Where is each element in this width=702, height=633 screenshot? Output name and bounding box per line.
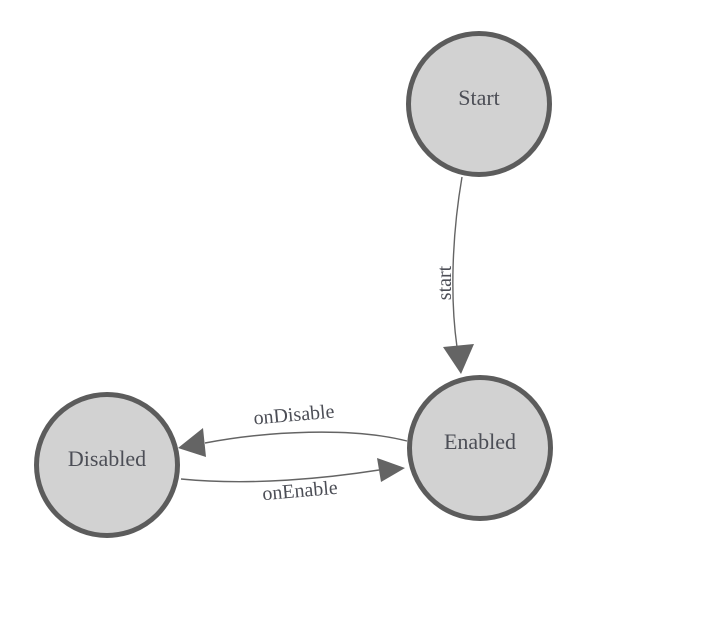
node-disabled-label: Disabled bbox=[67, 446, 147, 471]
node-enabled-label: Enabled bbox=[443, 429, 517, 454]
edge-disabled-to-enabled bbox=[180, 469, 380, 483]
node-start[interactable]: Start bbox=[406, 31, 552, 177]
edge-start-to-enabled bbox=[452, 176, 463, 348]
arrowhead-icon-disabled-to-enabled bbox=[377, 458, 405, 482]
node-start-label: Start bbox=[458, 85, 500, 110]
node-enabled[interactable]: Enabled bbox=[407, 375, 553, 521]
edge-enabled-to-disabled bbox=[204, 431, 408, 444]
arrowhead-icon-enabled-to-disabled bbox=[178, 428, 206, 457]
node-disabled[interactable]: Disabled bbox=[34, 392, 180, 538]
arrowhead-icon-start-to-enabled bbox=[443, 344, 474, 374]
edge-label-start: start bbox=[434, 265, 456, 301]
